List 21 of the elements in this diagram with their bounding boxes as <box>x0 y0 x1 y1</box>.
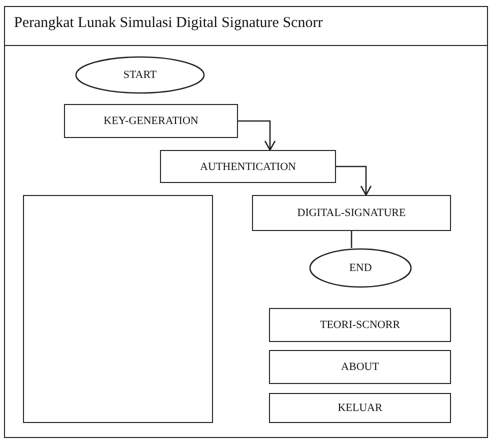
node-label: AUTHENTICATION <box>200 160 296 172</box>
process-box <box>269 308 451 342</box>
node-label: ABOUT <box>341 361 379 373</box>
empty-panel <box>23 195 213 423</box>
terminal-oval <box>309 248 412 288</box>
process-box <box>269 393 451 423</box>
terminal-oval <box>75 56 205 94</box>
process-box <box>160 150 336 183</box>
connector-line <box>350 231 352 248</box>
node-label: DIGITAL-SIGNATURE <box>297 207 406 219</box>
arrow <box>238 120 276 151</box>
node-label: START <box>123 69 157 81</box>
process-box <box>252 195 451 231</box>
process-box <box>269 350 451 384</box>
process-box <box>64 104 238 138</box>
node-label: END <box>349 262 372 274</box>
window-title: Perangkat Lunak Simulasi Digital Signature Scnorr <box>14 15 323 32</box>
node-label: KEY-GENERATION <box>104 115 198 127</box>
node-label: TEORI-SCNORR <box>320 319 400 331</box>
node-label: KELUAR <box>338 402 382 414</box>
arrow <box>336 166 372 196</box>
